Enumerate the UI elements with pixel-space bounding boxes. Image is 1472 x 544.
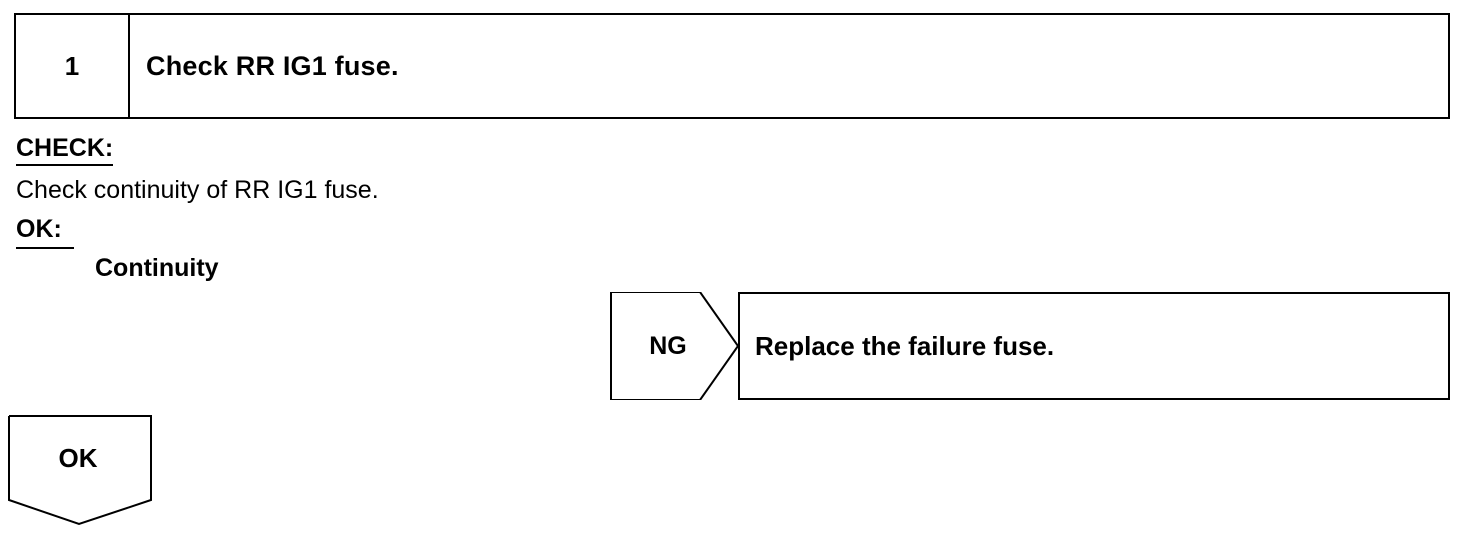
ok-criteria-underline xyxy=(16,247,74,249)
check-heading: CHECK: xyxy=(16,133,114,166)
ok-label: OK xyxy=(58,442,98,473)
check-description: Check continuity of RR IG1 fuse. xyxy=(16,176,379,204)
ok-arrow-shape xyxy=(8,415,152,526)
ng-label: NG xyxy=(649,331,687,360)
ok-criteria-value: Continuity xyxy=(95,254,219,282)
step-header-box: 1 Check RR IG1 fuse. xyxy=(14,13,1450,119)
step-number: 1 xyxy=(16,15,130,117)
ok-criteria-heading: OK: xyxy=(16,215,62,243)
step-title: Check RR IG1 fuse. xyxy=(146,50,399,81)
ng-action-box: Replace the failure fuse. xyxy=(738,292,1450,400)
ng-action-text: Replace the failure fuse. xyxy=(755,330,1055,361)
